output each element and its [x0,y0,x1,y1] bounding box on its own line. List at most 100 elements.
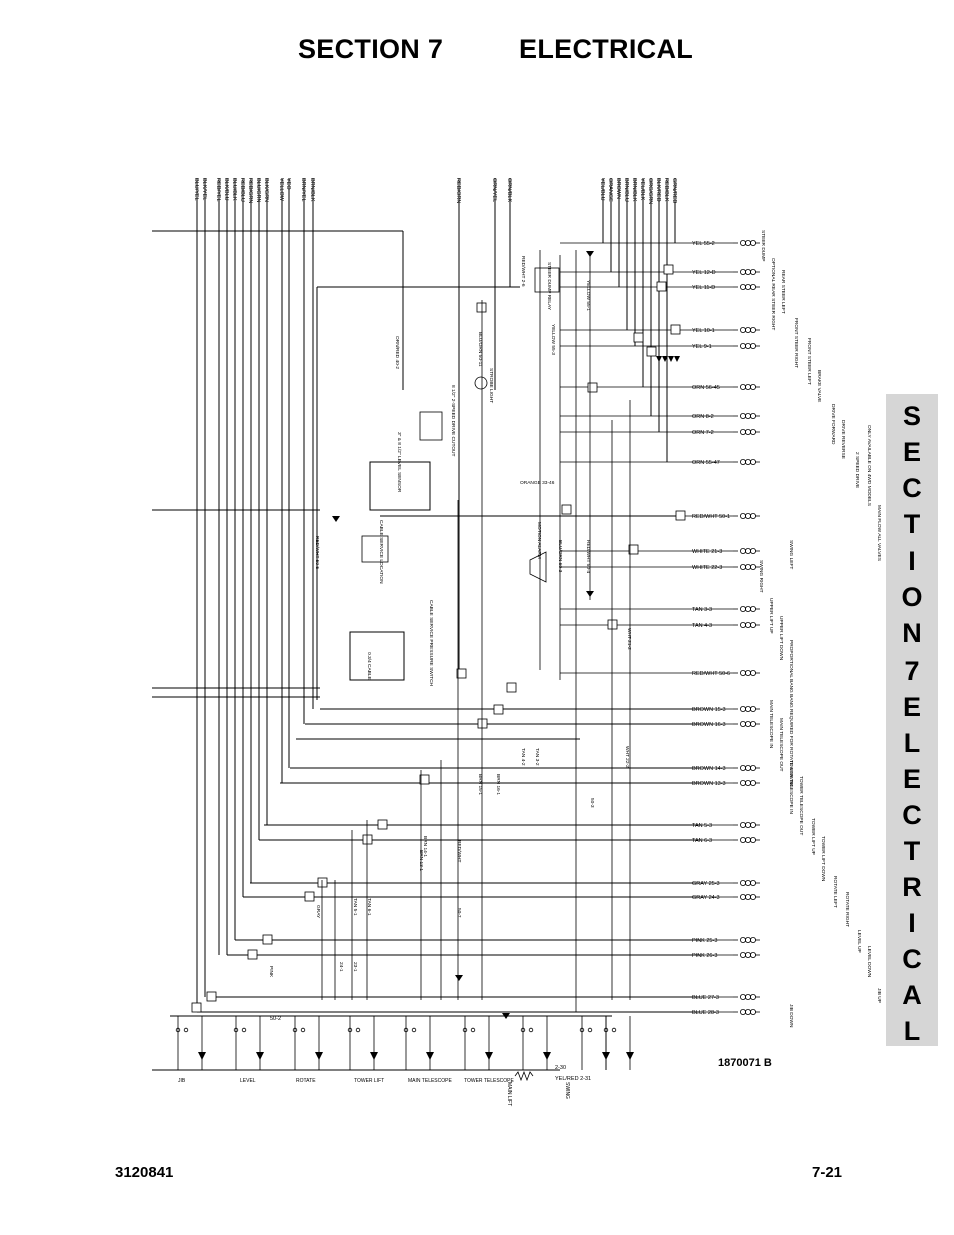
right-wire-label: TAN 4-3 [692,623,712,629]
side-tab-letter: C [902,473,922,503]
connector-box [607,619,618,630]
coil-icon [745,458,752,465]
switch-contact-icon [300,1027,306,1033]
coil-icon [745,622,752,629]
right-wire-label: BROWN 16-3 [692,722,726,728]
coil-icon [745,952,752,959]
switch-contact-icon [403,1027,409,1033]
top-wire-label: BRN/BLU [623,178,629,202]
coil-icon [740,1009,747,1016]
inner-label: MOTION ALARM [536,522,542,559]
right-wire-label: WHITE 22-3 [692,565,722,571]
switch-contact-icon [183,1027,189,1033]
coil-icon [750,239,757,246]
switch-contact-icon [470,1027,476,1033]
function-label: SWING RIGHT [758,560,764,593]
coil-icon [745,342,752,349]
inner-label: WHT 22-2 [624,746,630,768]
function-label: SWING LEFT [788,540,794,569]
coil-icon [745,937,752,944]
connector-box [506,682,517,693]
bottom-wire-label: 2-30 [555,1065,566,1071]
coil-icon [750,548,757,555]
inner-label: TAN 6-1 [366,898,372,916]
coil-icon [745,1009,752,1016]
coil-icon [750,721,757,728]
inner-label: RED/WHT 50-4 [585,540,591,574]
right-wire-label: BLUE 27-3 [692,995,719,1001]
top-wire-label: YEL/BLU [599,178,605,201]
coil-icon [745,994,752,1001]
connector-box [262,934,273,945]
level-sensor-box [369,461,431,511]
coil-icon [750,765,757,772]
function-label: LEVEL DOWN [866,946,872,978]
coil-icon [750,458,757,465]
coil-icon [745,706,752,713]
coil-icon [740,721,747,728]
connector-box [633,332,644,343]
diode-icon [543,1052,551,1060]
inner-label: BRN 14-1 [422,836,428,857]
coil-icon [740,383,747,390]
function-label: FRONT STEER RIGHT [793,318,799,368]
top-wire-label: RED/BLK [663,178,669,202]
strobe-light-icon [474,376,488,390]
inner-label: 50-3 [589,798,595,808]
function-label: STEER DUMP [760,230,766,261]
coil-icon [750,952,757,959]
coil-icon [750,994,757,1001]
function-label: UPPER LIFT DOWN [778,616,784,661]
bottom-wire-label: 50-2 [270,1016,281,1022]
side-tab-letter: E [902,692,921,722]
coil-icon [740,548,747,555]
bottom-function-label: MAIN LIFT [506,1082,512,1106]
inner-label: 23-1 [352,962,358,972]
inner-label: CABLE SERVICE PRESSURE SWITCH [428,600,434,687]
coil-icon [745,606,752,613]
function-label: MAIN FLOW ALL VALVES [876,505,882,561]
function-label: UPPER LIFT UP [768,598,774,634]
inner-label: 24-1 [338,962,344,972]
right-wire-label: YEL 12-D [692,270,716,276]
side-tab-letter: I [908,546,916,576]
coil-icon [745,765,752,772]
right-wire-label: BROWN 14-3 [692,766,726,772]
top-wire-label: YELLOW [278,178,284,202]
connector-box [247,949,258,960]
coil-icon [750,1009,757,1016]
switch-contact-icon [175,1027,181,1033]
right-wire-label: ORN 8-2 [692,414,714,420]
coil-icon [740,606,747,613]
coil-icon [745,548,752,555]
coil-icon [750,706,757,713]
connector-box [587,382,598,393]
top-wire-label: BRN/BLK [309,178,315,202]
coil-icon [750,412,757,419]
top-wire-label: BLU/GRN [255,178,261,202]
side-tab-letter: 7 [904,656,920,686]
function-label: JIB DOWN [788,1004,794,1028]
coil-icon [750,564,757,571]
function-label: FRONT STEER LEFT [806,338,812,385]
connector-box [419,774,430,785]
inner-label: YELLOW 55-1 [585,280,591,311]
bottom-function-label: TOWER LIFT [354,1078,384,1084]
function-label: TOWER TELESCOPE IN [788,760,794,814]
right-wire-label: BROWN 13-3 [692,781,726,787]
inner-label: 0.3/4 CABLE [366,652,372,680]
coil-icon [745,822,752,829]
coil-icon [740,937,747,944]
coil-icon [745,268,752,275]
function-label: LEVEL UP [856,930,862,953]
coil-icon [745,239,752,246]
inner-label: TAN 4-2 [520,748,526,766]
side-tab-letter: T [903,836,921,866]
coil-icon [740,268,747,275]
switch-contact-icon [587,1027,593,1033]
inner-label: PINK [268,966,274,978]
coil-icon [740,564,747,571]
top-wire-label: GRN/RED [671,178,677,203]
top-wire-label: BLK/GRN [263,178,269,202]
diode-icon [586,251,594,257]
